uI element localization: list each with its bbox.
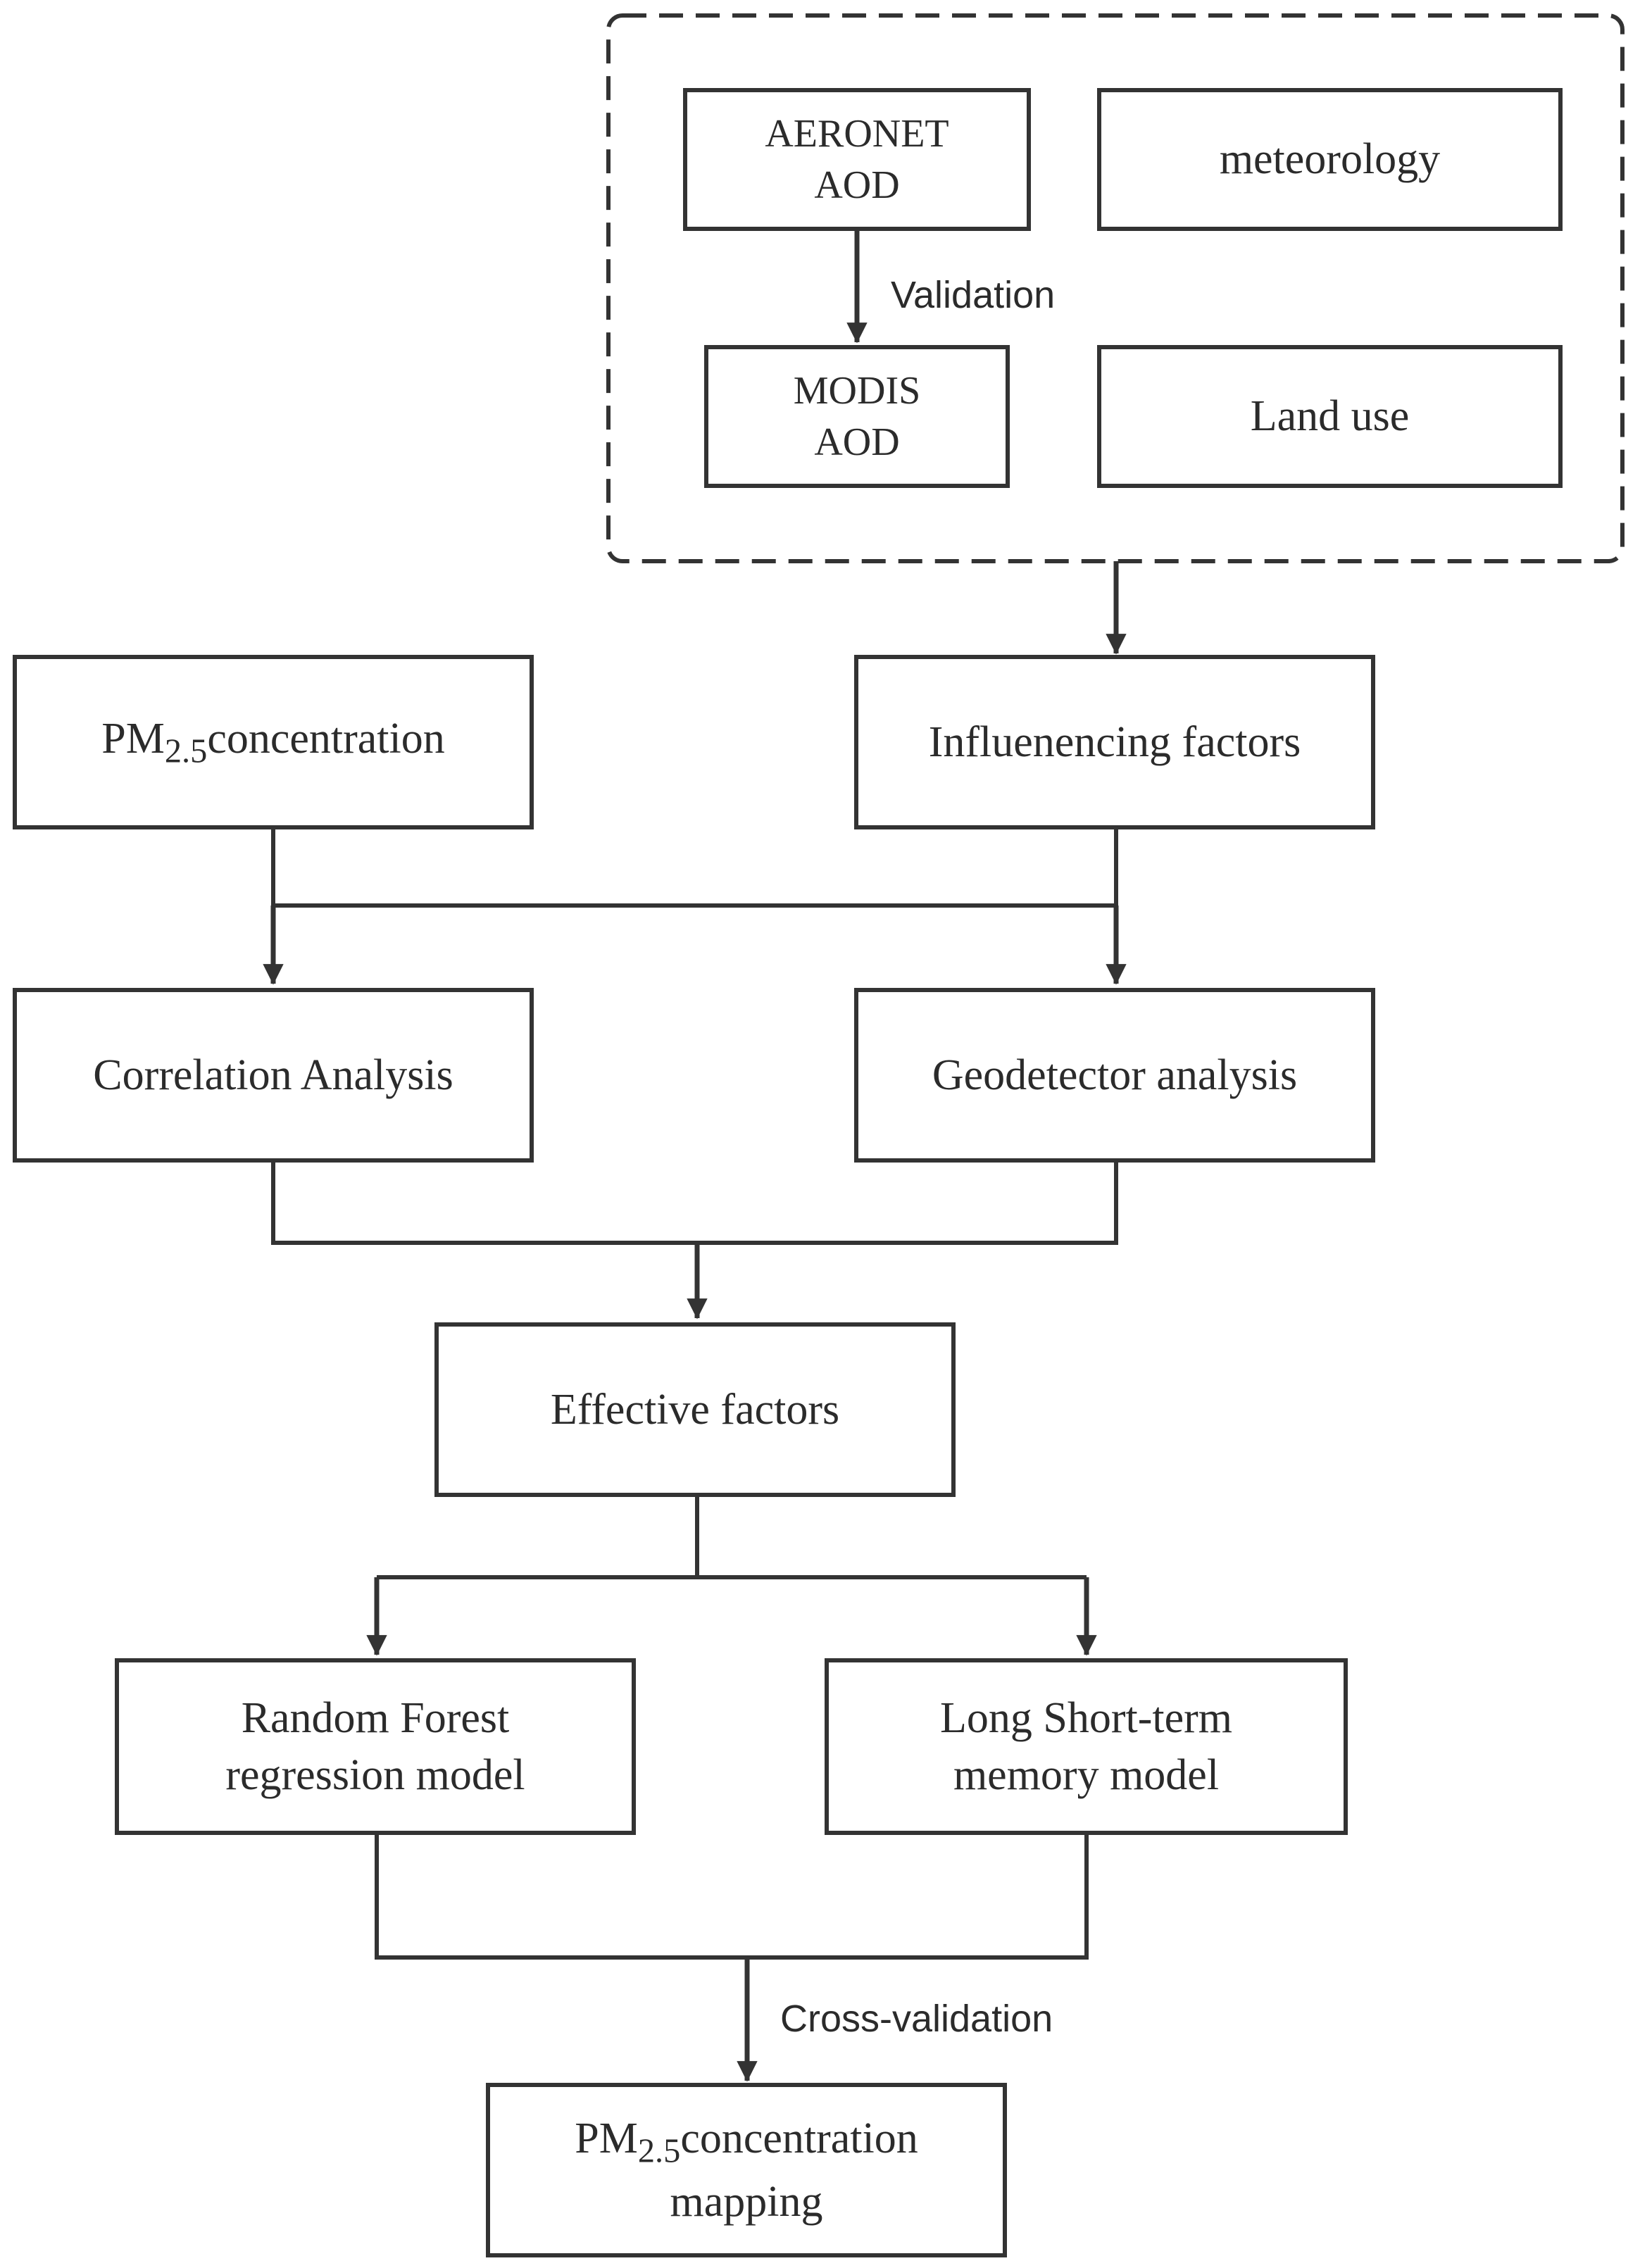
meteorology-label: meteorology (1219, 135, 1441, 184)
geodetector-label: Geodetector analysis (932, 1051, 1298, 1099)
random-forest-node: Random Forest regression model (115, 1658, 636, 1835)
effective-label: Effective factors (550, 1385, 840, 1434)
pm25-subscript: 2.5 (164, 732, 208, 770)
land-use-label: Land use (1250, 392, 1410, 441)
aeronet-aod-node: AERONET AOD (683, 88, 1031, 231)
random-forest-line2: regression model (225, 1750, 525, 1799)
merge-line-top (271, 829, 1116, 908)
random-forest-line1: Random Forest (241, 1693, 510, 1742)
pm25-mapping-node: PM2.5concentration mapping (486, 2083, 1007, 2257)
influencing-factors-node: Influenencing factors (854, 655, 1375, 829)
lstm-line1: Long Short-term (940, 1693, 1232, 1742)
meteorology-node: meteorology (1097, 88, 1563, 231)
modis-line2: AOD (814, 420, 900, 464)
modis-aod-node: MODIS AOD (704, 345, 1010, 488)
correlation-analysis-node: Correlation Analysis (13, 988, 534, 1163)
lstm-node: Long Short-term memory model (825, 1658, 1348, 1835)
validation-label: Validation (891, 274, 1056, 316)
pm25-suffix: concentration (207, 714, 445, 763)
land-use-node: Land use (1097, 345, 1563, 488)
merge-line-bottom (375, 1834, 1089, 1960)
pm25-prefix: PM (101, 714, 165, 763)
merge-line-middle (271, 1162, 1118, 1245)
mapping-prefix: PM (575, 2114, 638, 2162)
aeronet-line1: AERONET (765, 111, 949, 156)
aeronet-line2: AOD (814, 163, 900, 207)
mapping-line2: mapping (670, 2177, 823, 2226)
effective-factors-node: Effective factors (434, 1322, 956, 1497)
geodetector-analysis-node: Geodetector analysis (854, 988, 1375, 1163)
mapping-subscript: 2.5 (637, 2132, 681, 2170)
modis-line1: MODIS (793, 368, 921, 413)
cross-validation-label: Cross-validation (780, 1998, 1053, 2040)
influencing-label: Influenencing factors (928, 718, 1301, 766)
lstm-line2: memory model (953, 1750, 1220, 1799)
mapping-suffix: concentration (680, 2114, 918, 2162)
correlation-label: Correlation Analysis (93, 1051, 453, 1099)
data-sources-group (606, 13, 1625, 563)
pm25-concentration-node: PM2.5concentration (13, 655, 534, 829)
